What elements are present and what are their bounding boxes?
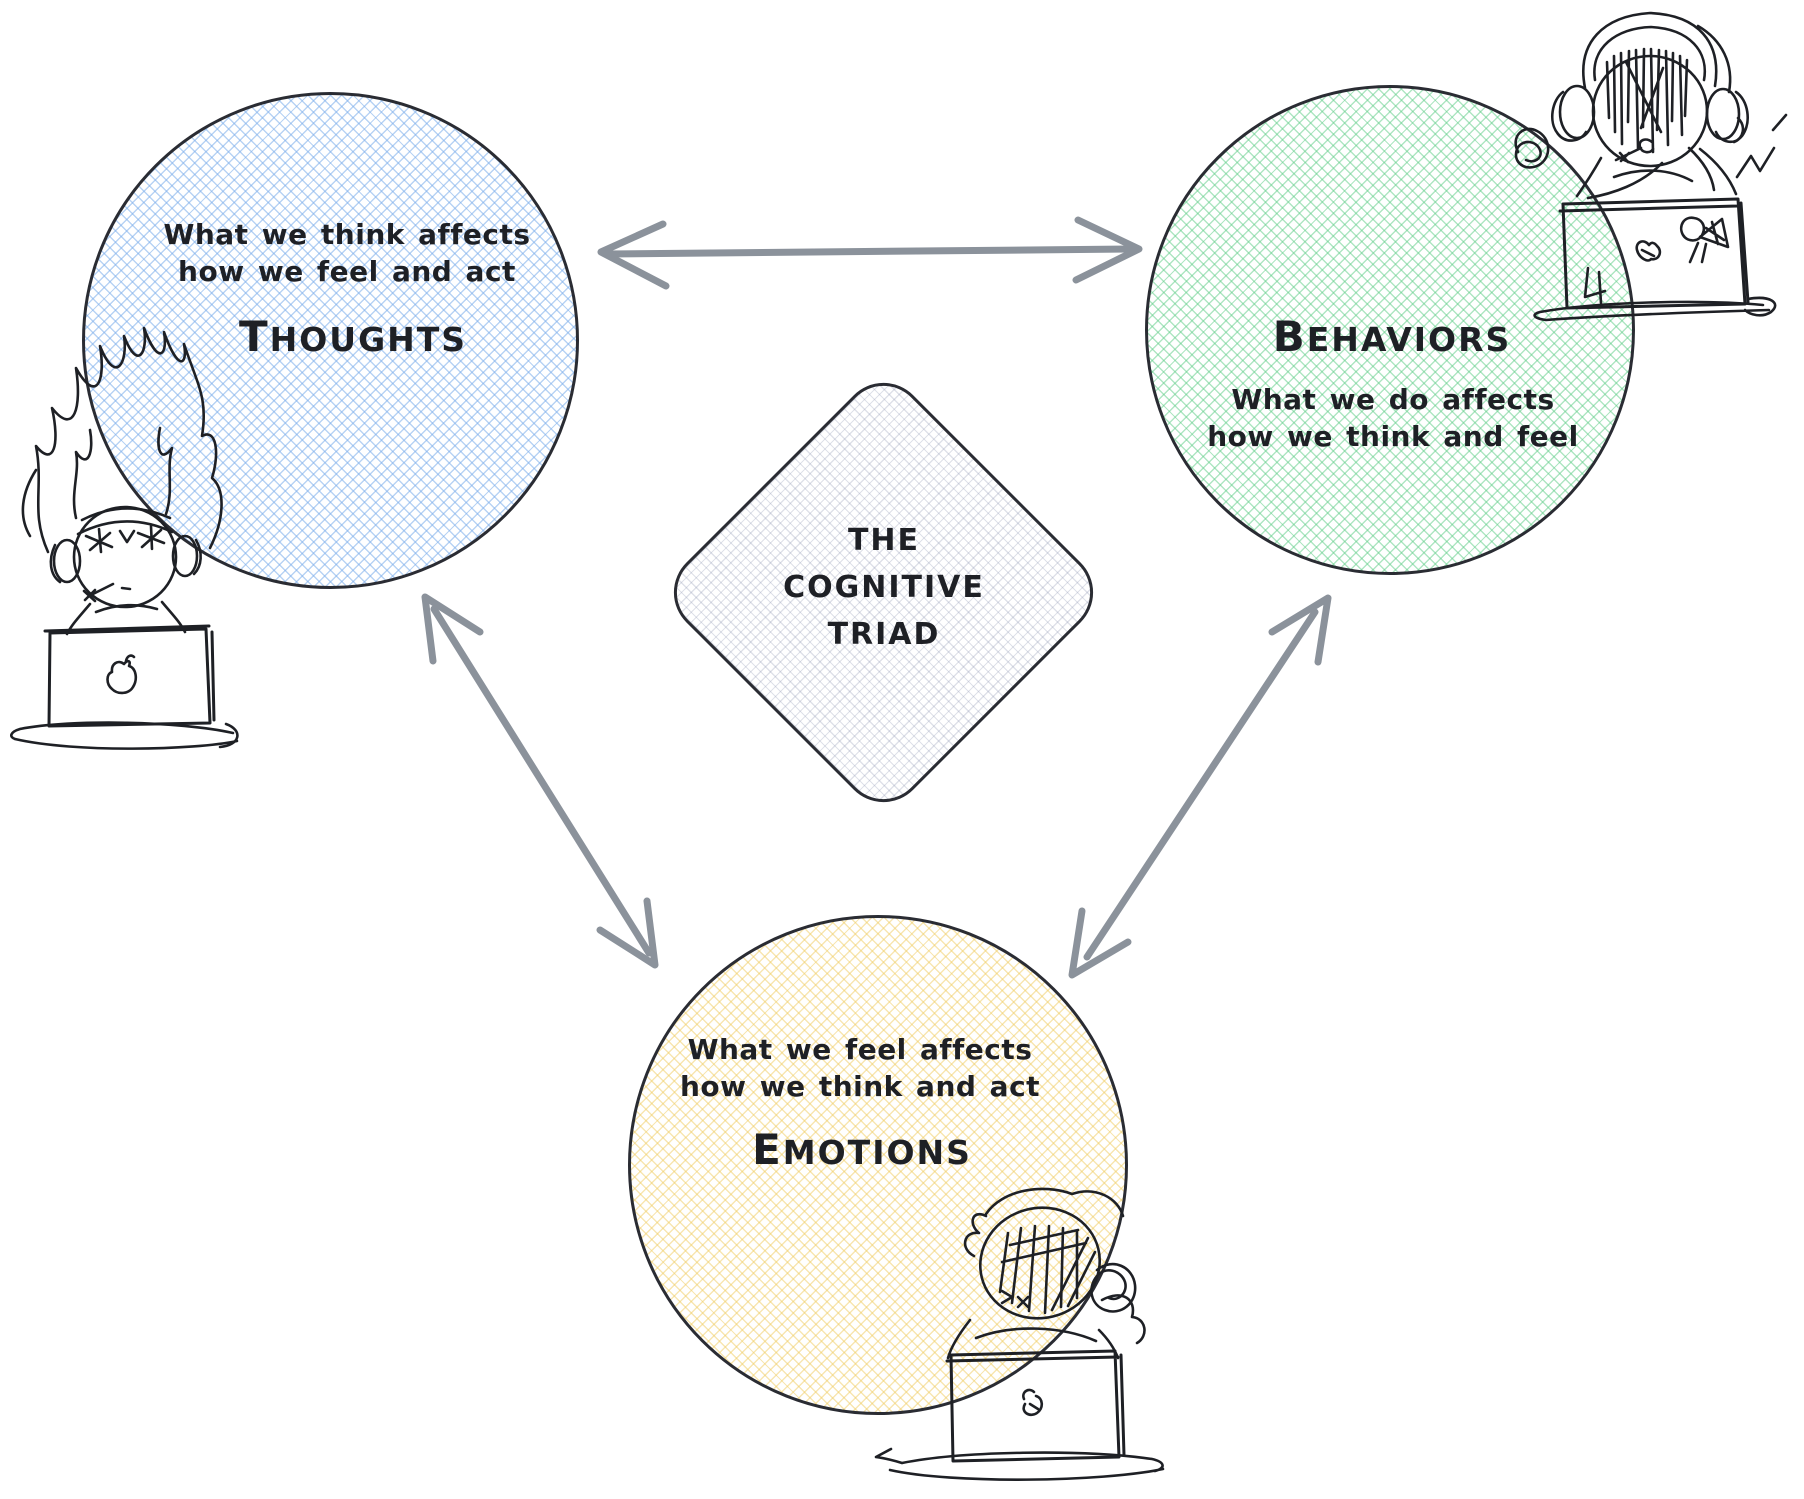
laptop-icon bbox=[43, 624, 216, 728]
angry-eyes-icon bbox=[84, 524, 166, 554]
head bbox=[1591, 54, 1709, 168]
cigarette-icon bbox=[82, 582, 132, 603]
thoughts-desc-line1: What we think affects bbox=[163, 218, 531, 251]
snack-in-mouth-icon bbox=[1614, 138, 1655, 164]
headphone-icon bbox=[52, 538, 82, 584]
arrow-thoughts-behaviors bbox=[597, 216, 1143, 290]
behaviors-circle bbox=[1145, 85, 1635, 575]
behaviors-title: BEHAVIORS bbox=[1272, 312, 1512, 361]
hair-over-face-icon bbox=[1605, 47, 1689, 154]
headphone-icon bbox=[1558, 84, 1596, 140]
diamond-line-3: TRIAD bbox=[827, 617, 941, 652]
emotions-description: What we feel affects how we think and ac… bbox=[680, 1031, 1040, 1105]
diamond-line-1: THE bbox=[847, 523, 921, 558]
laptop-logo-icon bbox=[106, 654, 138, 695]
desk-line bbox=[874, 1447, 1165, 1481]
center-diamond-label: THE COGNITIVE TRIAD bbox=[783, 517, 985, 658]
thoughts-desc-line2: how we feel and act bbox=[178, 255, 516, 288]
stress-marks-icon bbox=[1735, 113, 1788, 179]
emotions-title: EMOTIONS bbox=[752, 1125, 972, 1174]
beanie-icon bbox=[1582, 11, 1718, 90]
arrow-behaviors-emotions bbox=[1068, 594, 1332, 979]
behaviors-desc-line2: how we think and feel bbox=[1207, 420, 1579, 453]
emotions-desc-line1: What we feel affects bbox=[687, 1033, 1033, 1066]
behaviors-description: What we do affects how we think and feel bbox=[1207, 381, 1579, 455]
diamond-line-2: COGNITIVE bbox=[783, 570, 985, 605]
thoughts-description: What we think affects how we feel and ac… bbox=[163, 216, 530, 290]
emotions-desc-line2: how we think and act bbox=[679, 1070, 1041, 1103]
desk-line bbox=[10, 721, 239, 750]
thoughts-title: THOUGHTS bbox=[238, 312, 468, 361]
arrow-thoughts-emotions bbox=[421, 593, 659, 969]
behaviors-desc-line1: What we do affects bbox=[1231, 383, 1555, 416]
laptop-logo-icon bbox=[1022, 1388, 1044, 1417]
